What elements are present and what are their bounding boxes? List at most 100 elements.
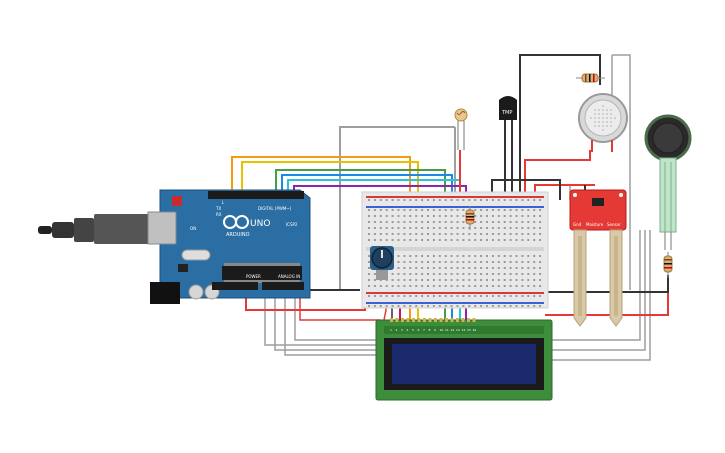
- breadboard-hole: [427, 279, 429, 281]
- wire-red-power[interactable]: [245, 298, 366, 311]
- wire-gray-right-1[interactable]: [545, 230, 641, 341]
- lcd-pin[interactable]: [445, 318, 448, 322]
- wire-gray-lcd-3[interactable]: [284, 298, 380, 356]
- wire-gray-right-3[interactable]: [545, 230, 651, 361]
- lcd-pin[interactable]: [390, 318, 393, 322]
- breadboard-hole: [497, 261, 500, 263]
- temperature-sensor[interactable]: TMP: [499, 96, 517, 120]
- breadboard-hole: [462, 279, 465, 281]
- breadboard-hole: [391, 279, 394, 281]
- force-sensor[interactable]: [644, 114, 692, 250]
- breadboard-hole: [474, 295, 477, 297]
- breadboard-hole: [444, 261, 447, 263]
- photoresistor[interactable]: [454, 108, 468, 150]
- breadboard-hole: [397, 267, 400, 269]
- breadboard-hole: [509, 239, 512, 241]
- lcd-pin[interactable]: [412, 318, 415, 322]
- breadboard-hole: [432, 255, 435, 257]
- lcd-pin-label: 7: [423, 328, 425, 332]
- lcd-pin[interactable]: [434, 318, 437, 322]
- lcd-pin-label: 1: [390, 328, 392, 332]
- breadboard-hole: [539, 199, 542, 201]
- breadboard-hole: [456, 261, 459, 263]
- breadboard-hole: [391, 295, 394, 297]
- wire-gray-1[interactable]: [339, 126, 455, 289]
- breadboard-hole: [503, 227, 506, 229]
- breadboard-hole: [527, 285, 530, 287]
- breadboard-hole: [379, 233, 382, 235]
- grill-dot: [610, 113, 612, 115]
- breadboard-hole: [515, 305, 518, 307]
- breadboard-hole: [515, 209, 518, 211]
- resistor-breadboard[interactable]: [465, 206, 475, 230]
- breadboard-hole: [462, 261, 465, 263]
- breadboard-hole: [480, 255, 483, 257]
- breadboard-hole: [462, 285, 465, 287]
- icsp-label: ICSP2: [286, 222, 298, 227]
- wire-gray-top-1[interactable]: [612, 54, 631, 290]
- breadboard-hole: [432, 261, 435, 263]
- breadboard-hole: [391, 227, 394, 229]
- breadboard-hole: [539, 227, 542, 229]
- lcd-pin[interactable]: [467, 318, 470, 322]
- lcd-pin[interactable]: [406, 318, 410, 322]
- breadboard-hole: [533, 305, 536, 307]
- breadboard-hole: [438, 239, 441, 241]
- breadboard-hole: [368, 261, 370, 263]
- potentiometer[interactable]: [370, 246, 394, 280]
- grill-dot: [594, 109, 596, 111]
- wire-gray-lcd-4[interactable]: [294, 298, 380, 341]
- lcd-pin[interactable]: [461, 318, 465, 322]
- wire-gray-right-2[interactable]: [545, 230, 646, 351]
- lcd-pin[interactable]: [423, 318, 426, 322]
- breadboard-hole: [515, 215, 518, 217]
- breadboard-hole: [379, 227, 382, 229]
- breadboard-hole: [432, 267, 435, 269]
- wire-black-top[interactable]: [519, 54, 601, 200]
- soil-moisture-sensor[interactable]: Gnd Moisture Sensor: [569, 189, 627, 327]
- breadboard-hole: [539, 285, 542, 287]
- breadboard-hole: [397, 279, 400, 281]
- breadboard-hole: [385, 199, 388, 201]
- breadboard-hole: [444, 305, 447, 307]
- lcd-pin[interactable]: [417, 318, 421, 322]
- wire-gray-lcd-2[interactable]: [274, 298, 380, 351]
- resistor-top[interactable]: [576, 73, 605, 83]
- wire-red-lcd[interactable]: [299, 298, 380, 321]
- breadboard-hole: [486, 233, 488, 235]
- breadboard-hole: [397, 221, 400, 223]
- breadboard-hole: [527, 273, 530, 275]
- breadboard-hole: [527, 261, 530, 263]
- breadboard-hole: [462, 267, 465, 269]
- wire-gray-lcd-1[interactable]: [264, 298, 380, 346]
- breadboard-hole: [480, 239, 483, 241]
- breadboard-hole: [415, 273, 418, 275]
- breadboard-hole: [438, 233, 441, 235]
- lcd-pin[interactable]: [439, 318, 443, 322]
- breadboard-hole: [391, 199, 394, 201]
- breadboard-hole: [409, 267, 412, 269]
- piezo-buzzer[interactable]: [578, 93, 628, 152]
- arduino-uno-board[interactable]: UNO ARDUINO DIGITAL (PWM~) POWER ANALOG …: [147, 189, 311, 304]
- breadboard-hole: [427, 233, 429, 235]
- breadboard-hole: [480, 233, 483, 235]
- power-header: [212, 282, 258, 290]
- lcd-pin[interactable]: [428, 318, 432, 322]
- lcd-pin[interactable]: [395, 318, 399, 322]
- breadboard-hole: [527, 221, 530, 223]
- lcd-pin[interactable]: [456, 318, 459, 322]
- breadboard-hole: [515, 233, 518, 235]
- sensor-label: Sensor: [607, 222, 621, 227]
- breadboard-hole: [427, 221, 429, 223]
- wire-black-bb[interactable]: [491, 179, 561, 200]
- breadboard-hole: [379, 295, 382, 297]
- lcd-pin[interactable]: [450, 318, 454, 322]
- lcd-pin[interactable]: [472, 318, 476, 322]
- breadboard-hole: [456, 221, 459, 223]
- resistor-fsr[interactable]: [663, 252, 673, 278]
- reset-button[interactable]: [172, 196, 182, 206]
- breadboard-hole: [421, 233, 424, 235]
- lcd-pin[interactable]: [401, 318, 404, 322]
- breadboard-hole: [444, 199, 447, 201]
